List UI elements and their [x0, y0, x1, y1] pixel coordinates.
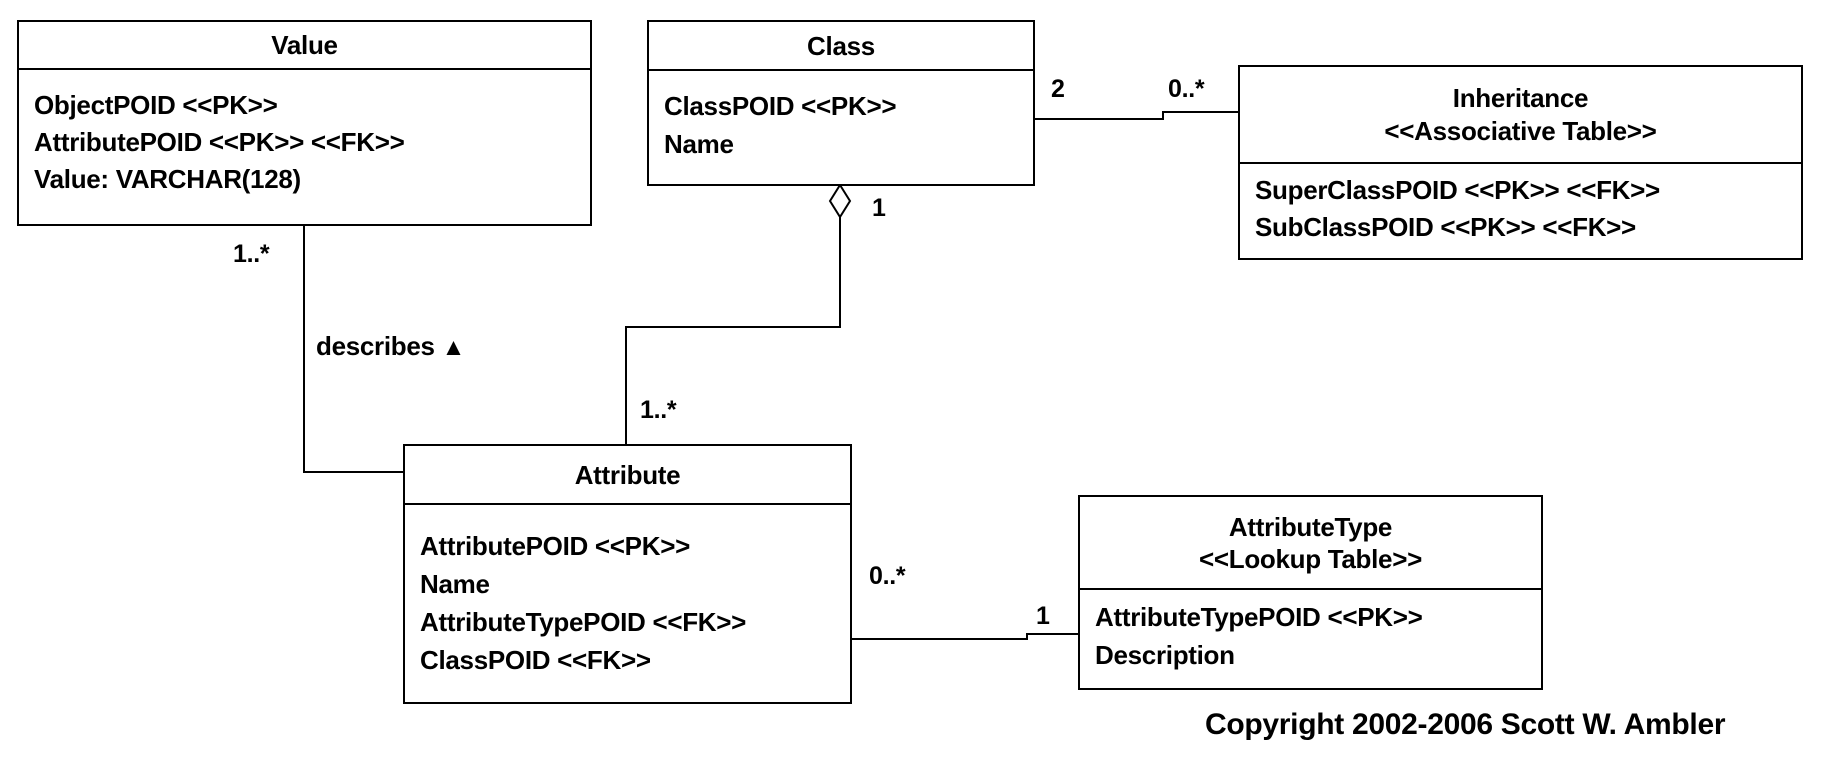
- attribute-attributetype-connector: [852, 633, 1078, 640]
- table-title-text: Attribute: [574, 459, 681, 490]
- table-attribute-row: AttributePOID <<PK>>: [420, 531, 690, 561]
- multiplicity-label-class-side: 2: [1051, 75, 1065, 103]
- attribute-table-attributes: AttributePOID <<PK>> Name AttributeTypeP…: [405, 505, 850, 679]
- copyright-text: Copyright 2002-2006 Scott W. Ambler: [1205, 708, 1726, 741]
- class-table-title: Class: [649, 22, 1033, 71]
- association-name-describes: describes ▲: [316, 331, 465, 362]
- table-title-text: Class: [807, 30, 875, 61]
- inheritance-table: Inheritance <<Associative Table>> SuperC…: [1238, 65, 1803, 260]
- value-attribute-connector: [303, 226, 403, 473]
- table-attribute-row: SuperClassPOID <<PK>> <<FK>>: [1255, 175, 1660, 205]
- table-attribute-row: SubClassPOID <<PK>> <<FK>>: [1255, 212, 1636, 242]
- multiplicity-label-attribute-side: 1..*: [640, 396, 677, 424]
- inheritance-table-title: Inheritance <<Associative Table>>: [1240, 67, 1801, 164]
- direction-triangle-icon: ▲: [441, 334, 466, 361]
- multiplicity-label-attributetype-side: 1: [1036, 602, 1050, 630]
- table-attribute-row: Description: [1095, 640, 1235, 670]
- value-table: Value ObjectPOID <<PK>> AttributePOID <<…: [17, 20, 592, 226]
- multiplicity-label-inheritance-side: 0..*: [1168, 75, 1205, 103]
- attributetype-table-attributes: AttributeTypePOID <<PK>> Description: [1080, 590, 1541, 674]
- class-inheritance-connector: [1035, 111, 1238, 120]
- table-attribute-row: Name: [664, 129, 734, 159]
- class-table: Class ClassPOID <<PK>> Name: [647, 20, 1035, 186]
- table-title-text: Value: [271, 30, 338, 60]
- value-table-attributes: ObjectPOID <<PK>> AttributePOID <<PK>> <…: [19, 70, 590, 198]
- table-stereotype-text: <<Lookup Table>>: [1198, 543, 1422, 574]
- multiplicity-label-attribute-right: 0..*: [869, 562, 906, 590]
- aggregation-diamond-icon: [828, 183, 852, 219]
- table-attribute-row: AttributeTypePOID <<PK>>: [1095, 602, 1423, 632]
- class-attribute-connector: [625, 217, 841, 444]
- table-attribute-row: ClassPOID <<FK>>: [420, 645, 651, 675]
- multiplicity-label-class-aggregation: 1: [872, 194, 886, 222]
- table-attribute-row: ObjectPOID <<PK>>: [34, 90, 278, 120]
- table-stereotype-text: <<Associative Table>>: [1384, 115, 1657, 146]
- inheritance-table-attributes: SuperClassPOID <<PK>> <<FK>> SubClassPOI…: [1240, 164, 1801, 246]
- table-attribute-row: Value: VARCHAR(128): [34, 164, 301, 194]
- attributetype-table-title: AttributeType <<Lookup Table>>: [1080, 497, 1541, 590]
- class-table-attributes: ClassPOID <<PK>> Name: [649, 71, 1033, 163]
- association-name-text: describes: [316, 331, 435, 361]
- table-attribute-row: AttributeTypePOID <<FK>>: [420, 607, 747, 637]
- table-attribute-row: Name: [420, 569, 490, 599]
- value-table-title: Value: [19, 22, 590, 70]
- attribute-table-title: Attribute: [405, 446, 850, 505]
- table-attribute-row: ClassPOID <<PK>>: [664, 91, 897, 121]
- attribute-table: Attribute AttributePOID <<PK>> Name Attr…: [403, 444, 852, 704]
- multiplicity-label-value-side: 1..*: [233, 240, 270, 268]
- table-attribute-row: AttributePOID <<PK>> <<FK>>: [34, 127, 405, 157]
- table-title-text: Inheritance: [1452, 82, 1589, 113]
- table-title-text: AttributeType: [1228, 511, 1393, 542]
- attributetype-table: AttributeType <<Lookup Table>> Attribute…: [1078, 495, 1543, 690]
